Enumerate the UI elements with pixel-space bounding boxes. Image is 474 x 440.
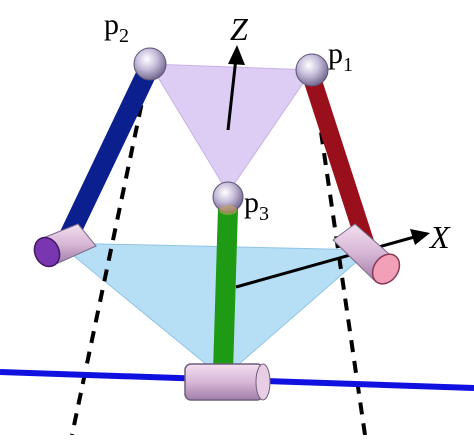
z-axis-line <box>226 57 238 131</box>
base-triangle <box>56 242 372 379</box>
label-p3: p3 <box>244 186 269 225</box>
z-axis-arrowhead <box>228 45 245 65</box>
base-joint-center <box>184 363 271 401</box>
leg-green <box>213 207 238 373</box>
base-joint-left <box>33 223 97 268</box>
x-axis-line <box>235 234 419 289</box>
label-z-axis: Z <box>230 11 249 47</box>
x-axis-arrowhead <box>410 229 430 245</box>
platform-triangle <box>149 63 313 194</box>
joint-p1 <box>295 53 329 87</box>
label-p1: p1 <box>328 37 353 76</box>
label-x-axis: X <box>428 219 451 255</box>
joint-p2 <box>133 47 167 81</box>
joint-p3-shadow <box>219 205 237 215</box>
base-joint-right <box>332 223 401 285</box>
leg-red <box>301 63 375 254</box>
label-p2: p2 <box>104 8 129 47</box>
leg-blue <box>58 56 160 248</box>
